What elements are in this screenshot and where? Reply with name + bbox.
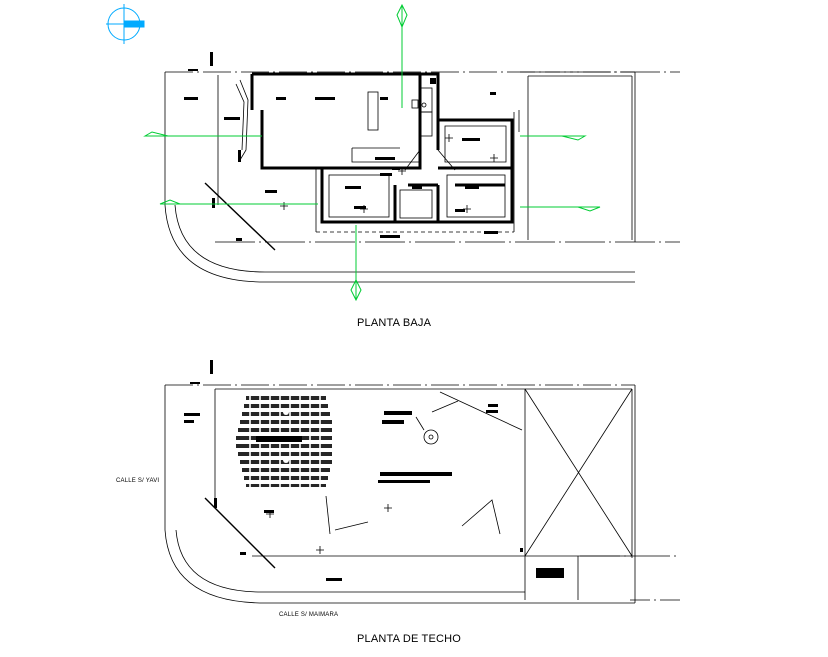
roof-slopes <box>266 391 523 554</box>
front-street-label: CALLE S/ MAIMARA <box>279 612 339 618</box>
walls <box>250 72 514 224</box>
room-labels <box>184 52 498 241</box>
cut-line <box>204 497 276 569</box>
section-marker-icon <box>143 3 601 302</box>
details <box>235 79 520 233</box>
roof-labels <box>184 360 564 581</box>
roof-plan <box>164 360 680 604</box>
level-marks <box>280 134 498 213</box>
north-arrow-icon <box>106 4 145 44</box>
side-street-label: CALLE S/ YAVI <box>116 478 160 484</box>
roof-tiles <box>236 393 332 488</box>
lot-boundary <box>164 71 680 283</box>
cut-line <box>204 182 276 251</box>
ground-floor-plan <box>143 3 680 302</box>
lot-boundary <box>164 384 680 604</box>
roof-plan-title: PLANTA DE TECHO <box>357 633 462 645</box>
ground-floor-title: PLANTA BAJA <box>357 317 432 329</box>
